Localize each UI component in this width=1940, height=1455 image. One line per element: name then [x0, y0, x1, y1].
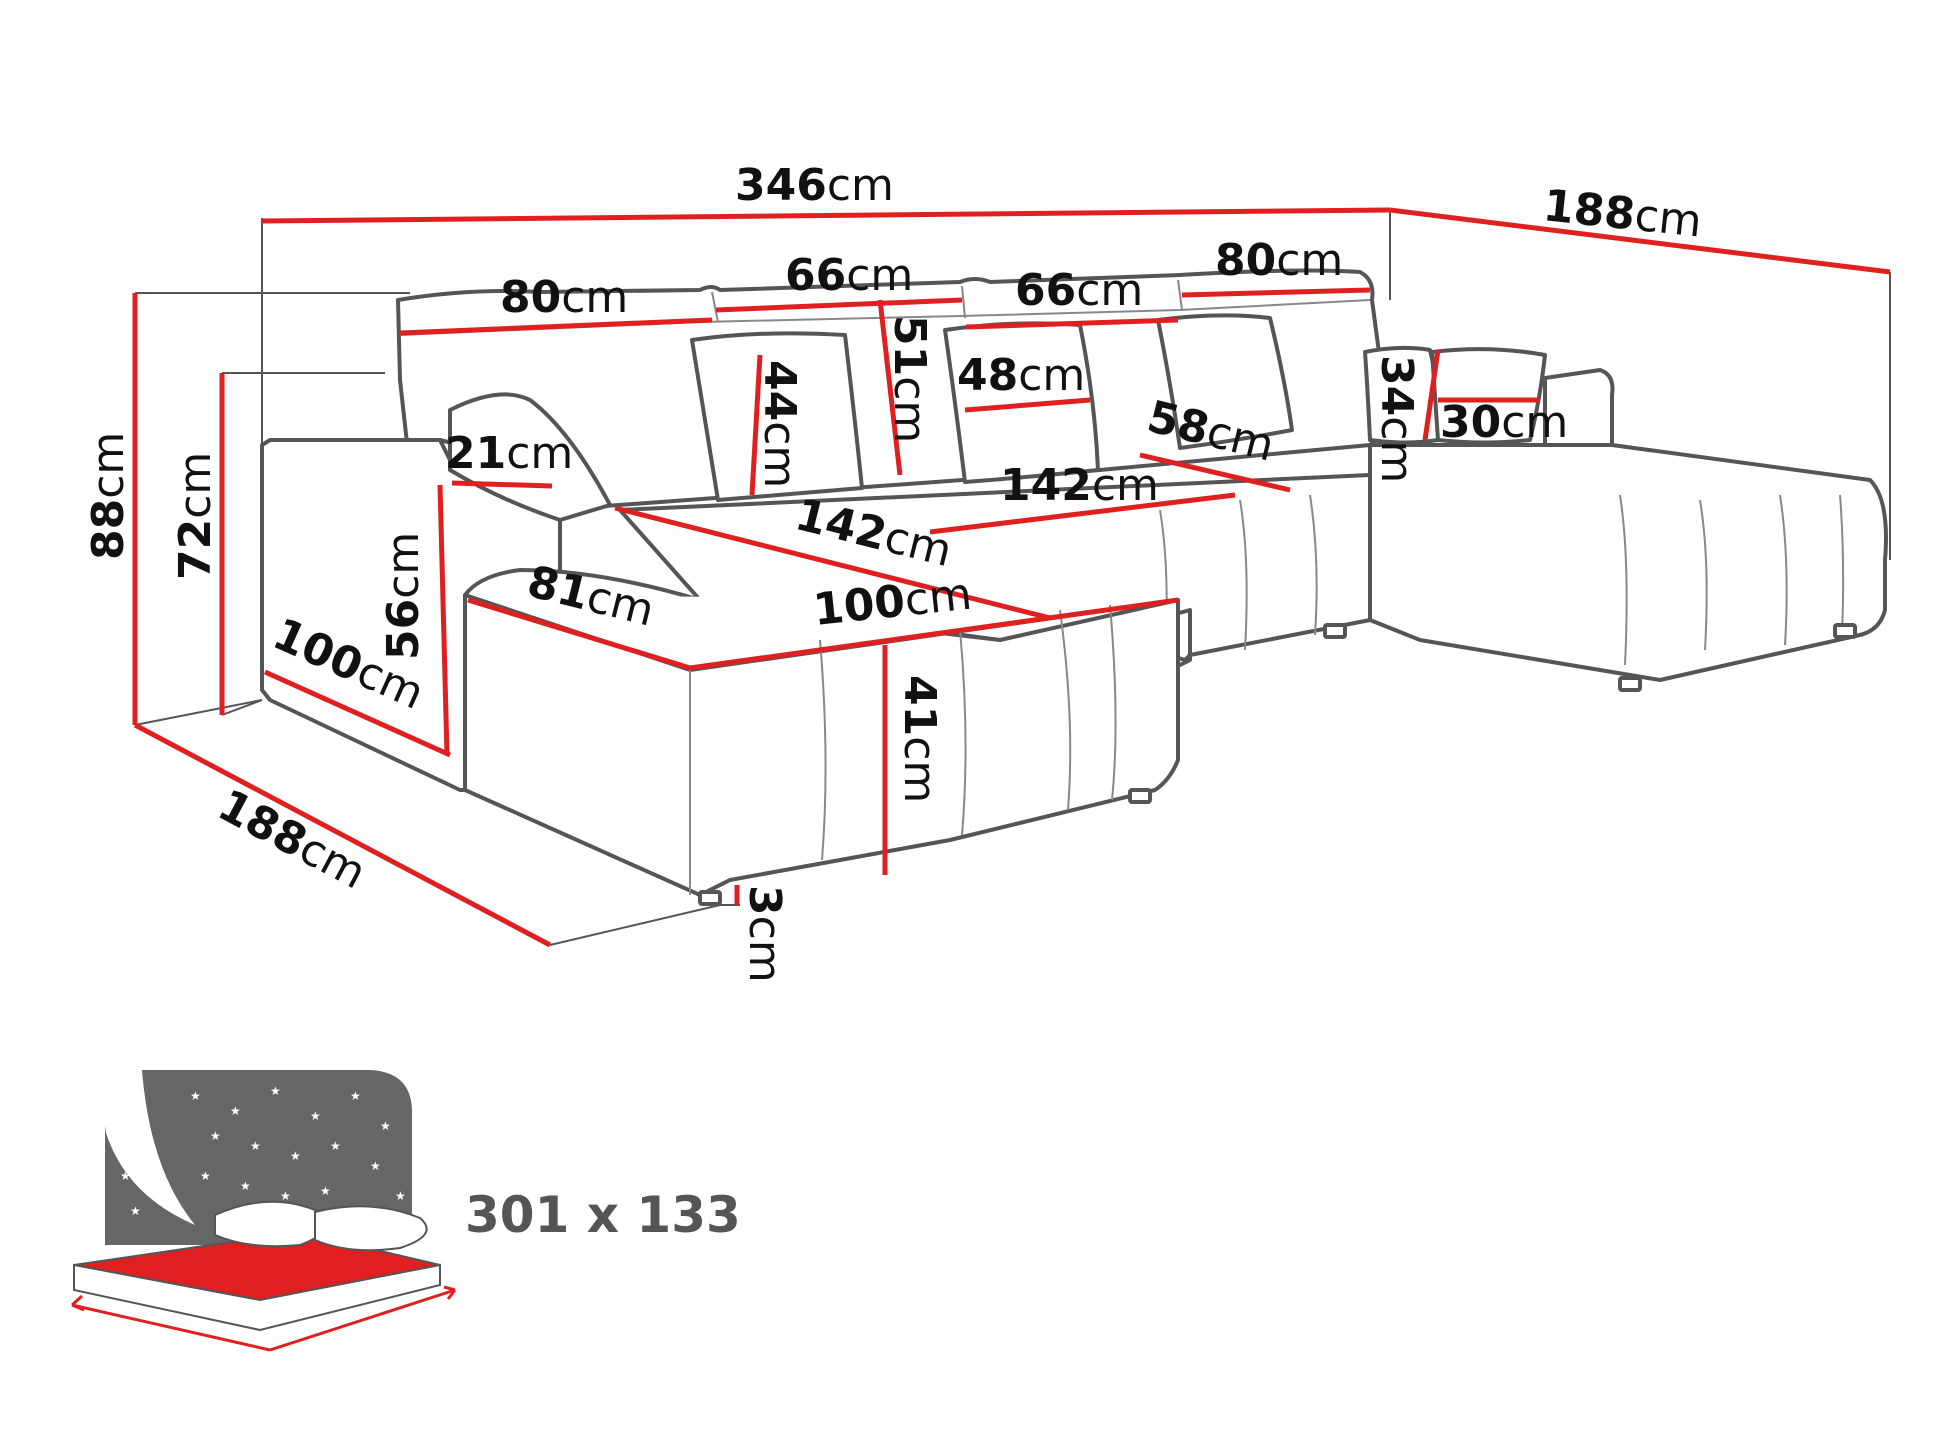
dimension-lines: [132, 207, 1891, 948]
pillow-left: [448, 392, 612, 522]
right-armrest: [1543, 368, 1615, 447]
dim-line-armrest-depth: [263, 669, 452, 758]
dim-line-cushion-2: [715, 297, 963, 313]
label-armrest-width: 21cm: [445, 428, 573, 479]
dim-line-total-width: [261, 207, 1391, 224]
label-total-height: 88cm: [83, 432, 134, 560]
svg-text:★: ★: [310, 1109, 321, 1123]
svg-text:★: ★: [330, 1139, 341, 1153]
label-pillow-height: 44cm: [754, 360, 805, 488]
svg-text:★: ★: [200, 1169, 211, 1183]
dim-line-pillow-width: [964, 397, 1091, 413]
label-small-pillow-height: 34cm: [1371, 355, 1422, 483]
label-small-pillow-width: 30cm: [1440, 397, 1568, 448]
dim-line-chaise-width: [467, 597, 691, 671]
label-right-depth: 188cm: [1541, 180, 1704, 247]
pillow-4: [1156, 313, 1294, 450]
label-cushion-3: 66cm: [1015, 265, 1143, 316]
svg-text:★: ★: [395, 1189, 406, 1203]
svg-text:★: ★: [280, 1189, 291, 1203]
svg-text:★: ★: [290, 1149, 301, 1163]
label-back-height: 72cm: [170, 452, 221, 580]
dim-line-back-cushion-height: [877, 299, 903, 476]
right-chaise: [1368, 443, 1888, 682]
svg-text:★: ★: [210, 1129, 221, 1143]
svg-text:★: ★: [320, 1184, 331, 1198]
label-chaise-depth: 100cm: [811, 569, 974, 636]
svg-text:★: ★: [130, 1204, 141, 1218]
dim-line-cushion-3: [965, 317, 1179, 330]
dim-line-seat-width-center: [929, 492, 1236, 535]
label-seat-width-center: 142cm: [1000, 460, 1159, 511]
svg-text:★: ★: [370, 1159, 381, 1173]
label-cushion-2: 66cm: [785, 250, 913, 301]
bed-night-icon: ★ ★ ★ ★ ★ ★ ★ ★ ★ ★ ★ ★ ★ ★ ★ ★ ★ ★ ★ ★ …: [70, 1070, 457, 1352]
dim-line-chaise-depth: [689, 597, 1179, 671]
svg-text:★: ★: [120, 1169, 131, 1183]
dim-line-cushion-4: [1181, 287, 1371, 298]
label-seat-height: 41cm: [894, 675, 945, 803]
label-back-cushion-height: 51cm: [884, 315, 935, 443]
svg-text:★: ★: [350, 1089, 361, 1103]
label-armrest-height: 56cm: [378, 532, 429, 660]
svg-text:★: ★: [240, 1179, 251, 1193]
svg-text:★: ★: [230, 1104, 241, 1118]
dim-line-armrest-height: [437, 484, 450, 756]
dim-line-right-depth: [1389, 207, 1891, 275]
extension-lines: [134, 210, 1891, 946]
dim-line-seat-width-left: [614, 505, 1051, 621]
sofa-drawing: [260, 268, 1888, 906]
svg-text:★: ★: [250, 1139, 261, 1153]
dim-line-left-depth: [133, 722, 552, 948]
sofa-back: [396, 268, 1390, 512]
sleeping-area-label: 301 x 133: [465, 1186, 741, 1244]
dim-line-cushion-1: [399, 317, 713, 336]
label-pillow-width: 48cm: [957, 350, 1085, 401]
svg-text:★: ★: [380, 1119, 391, 1133]
label-cushion-4: 80cm: [1215, 235, 1343, 286]
dim-line-small-pillow-height: [1422, 349, 1441, 441]
dim-line-armrest-width: [451, 480, 553, 489]
label-leg-height: 3cm: [739, 885, 790, 983]
svg-text:★: ★: [165, 1189, 176, 1203]
label-total-width: 346cm: [735, 160, 894, 211]
label-cushion-1: 80cm: [500, 272, 628, 323]
pillow-2: [690, 331, 864, 502]
svg-text:★: ★: [270, 1084, 281, 1098]
dim-line-pillow-height: [749, 354, 763, 496]
svg-text:★: ★: [190, 1089, 201, 1103]
dim-line-seat-depth-right: [1139, 452, 1291, 493]
